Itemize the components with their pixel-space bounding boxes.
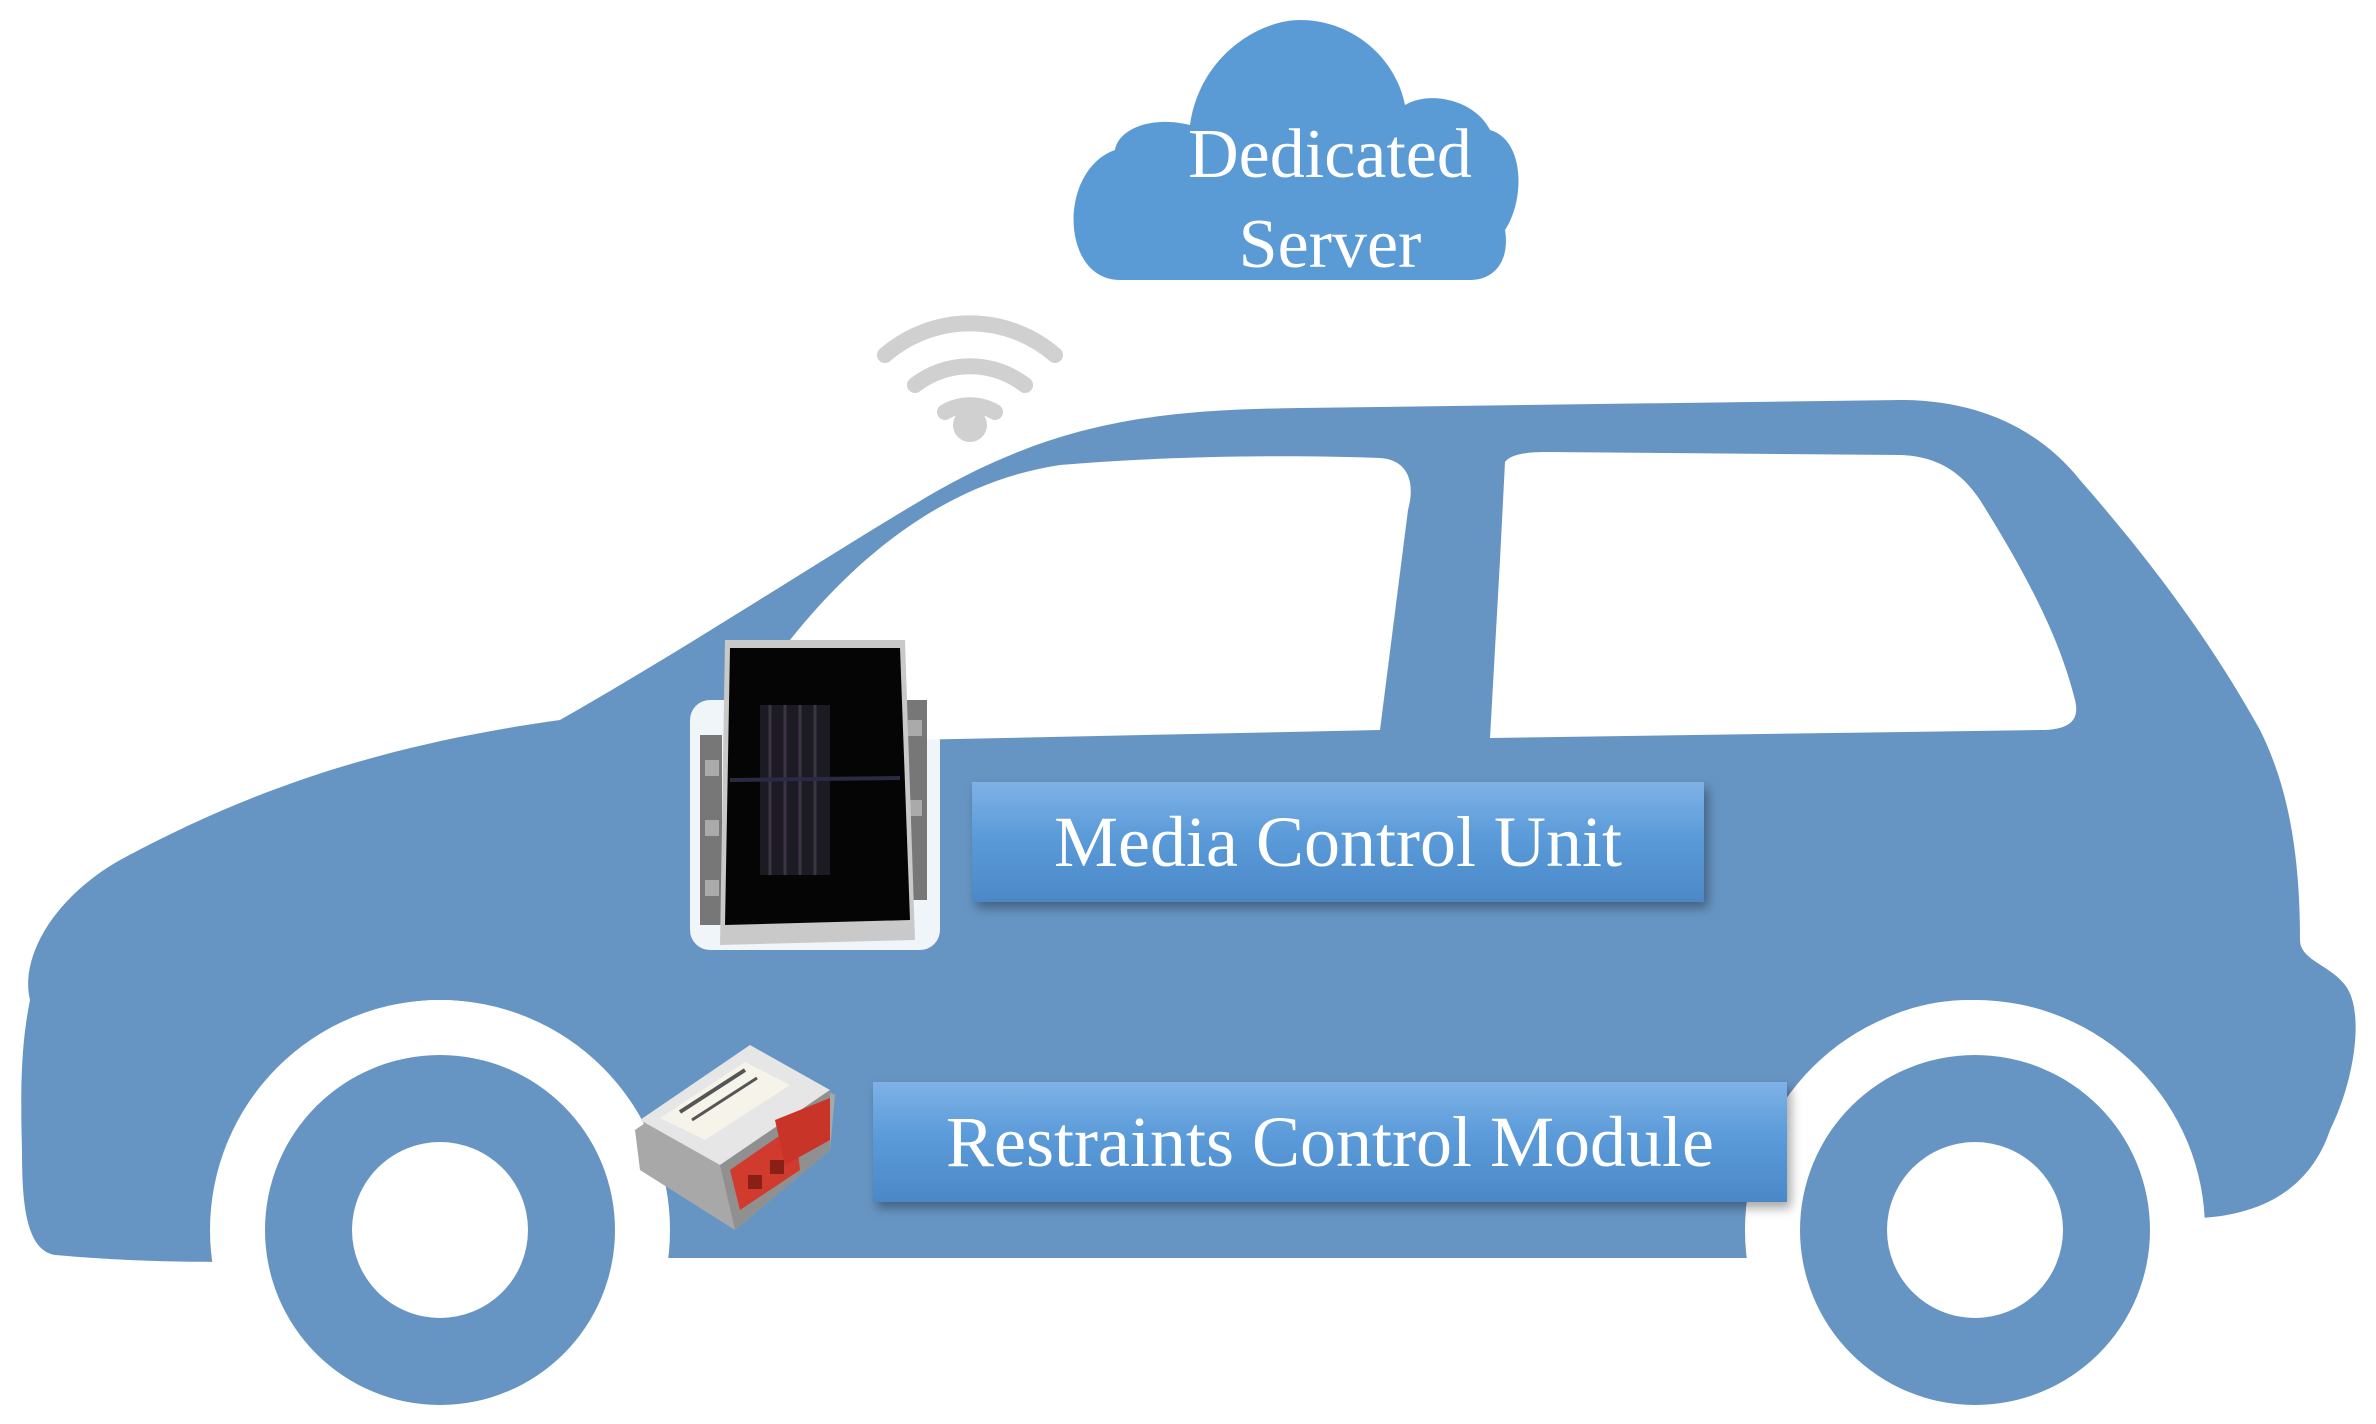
wifi-icon [877,315,1063,442]
restraints-control-module-device [635,1045,835,1230]
restraints-control-module-label: Restraints Control Module [873,1082,1787,1202]
car-silhouette [21,400,2356,1424]
media-control-unit-label: Media Control Unit [972,782,1704,902]
server-label-line2: Server [1238,206,1422,283]
rear-wheel [1745,1000,2205,1424]
media-control-unit-device [690,640,940,950]
cloud-icon [1073,20,1519,280]
front-wheel [210,1000,670,1424]
rear-window [1490,452,2077,738]
server-label-line1: Dedicated [1188,116,1472,193]
front-window [784,456,1411,742]
